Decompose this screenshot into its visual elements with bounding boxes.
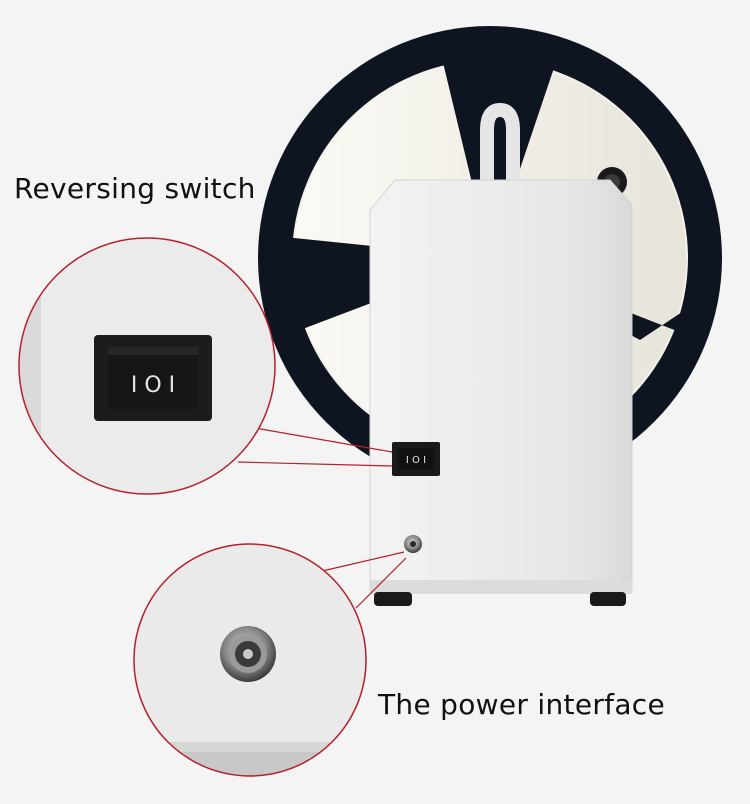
switch-symbol-zoom: I O I xyxy=(131,373,175,398)
rocker-switch-icon[interactable]: I O I xyxy=(392,442,440,476)
callout-lines xyxy=(237,427,407,609)
reversing-switch-label: Reversing switch xyxy=(14,172,256,205)
dc-jack-icon[interactable] xyxy=(404,535,422,553)
power-zoom-circle xyxy=(133,543,367,777)
handle xyxy=(480,102,520,180)
switch-zoom-circle: I O I xyxy=(18,237,276,495)
housing xyxy=(369,179,633,606)
switch-symbol: I O I xyxy=(406,455,426,466)
power-interface-label: The power interface xyxy=(378,688,665,721)
foot-left xyxy=(374,592,412,606)
foot-right xyxy=(590,592,626,606)
